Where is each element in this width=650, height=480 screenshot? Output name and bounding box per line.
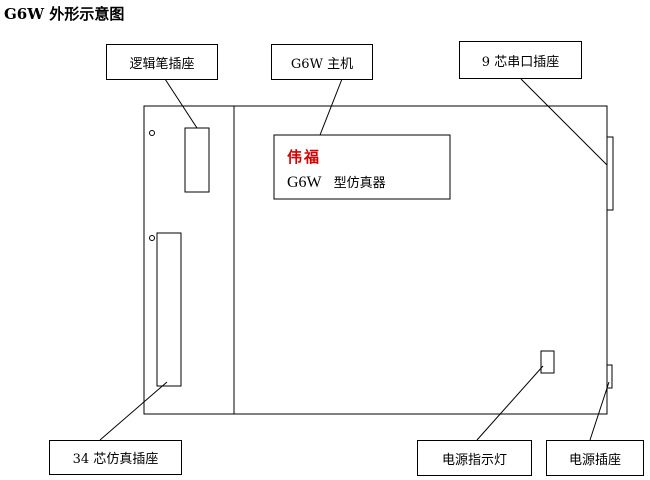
model-suffix: 型仿真器 (333, 176, 386, 191)
serial-port-shape (606, 136, 614, 211)
main-unit-label: G6W 主机 (271, 44, 373, 80)
power-socket-label: 电源插座 (546, 440, 644, 476)
page-title: G6W 外形示意图 (4, 5, 125, 23)
leader-serial (520, 78, 608, 166)
model-number: G6W (287, 174, 322, 191)
brand-name: 伟福 (287, 148, 322, 166)
power-socket-shape (606, 364, 613, 389)
leader-power-indicator (476, 365, 544, 441)
leader-main-unit (319, 78, 343, 136)
model-name: G6W 型仿真器 (287, 172, 386, 192)
logic-pen-socket-label: 逻辑笔插座 (106, 44, 218, 80)
leader-emulator (99, 381, 168, 441)
device-body (143, 105, 608, 415)
main-unit-plate (273, 134, 451, 200)
leader-power-socket (589, 381, 610, 441)
leader-logic-pen (164, 78, 198, 129)
emulator-socket-label: 34 芯仿真插座 (49, 440, 182, 475)
emulator-socket-shape (156, 232, 182, 387)
power-indicator-label: 电源指示灯 (417, 440, 532, 476)
mounting-hole-top (149, 130, 155, 136)
logic-pen-socket-shape (184, 127, 210, 193)
mounting-hole-middle (149, 235, 155, 241)
serial-socket-label: 9 芯串口插座 (459, 41, 582, 79)
power-indicator-shape (540, 350, 555, 374)
